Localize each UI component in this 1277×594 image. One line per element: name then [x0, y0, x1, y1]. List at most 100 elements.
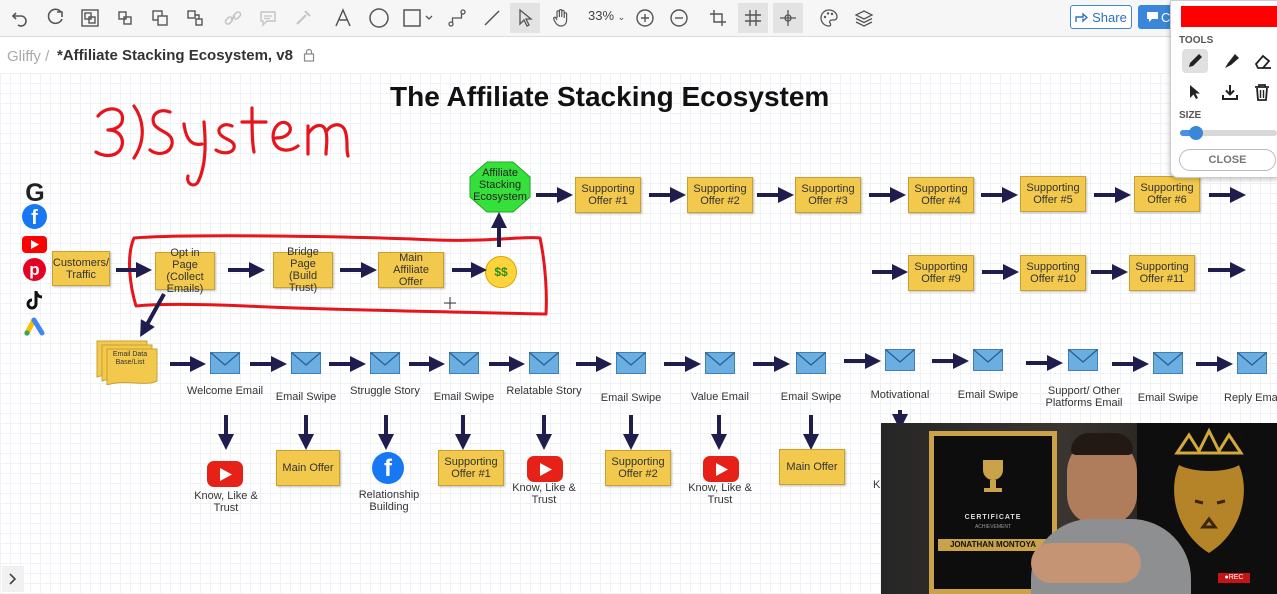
- tiktok-icon: [24, 289, 46, 311]
- ellipse-tool-icon[interactable]: [364, 3, 394, 33]
- select-tool-button[interactable]: [1184, 81, 1206, 103]
- expand-sidebar-button[interactable]: [2, 566, 24, 592]
- supporting-offer-box[interactable]: Supporting Offer #11: [1129, 255, 1195, 291]
- supporting-offer-box[interactable]: Supporting Offer #2: [605, 450, 671, 486]
- supporting-offer-box[interactable]: Supporting Offer #6: [1134, 176, 1200, 212]
- color-swatch[interactable]: [1181, 6, 1277, 27]
- theme-palette-icon[interactable]: [814, 3, 844, 33]
- highlighter-tool-button[interactable]: [1218, 49, 1244, 73]
- zoom-level-dropdown[interactable]: 33% ⌄: [588, 8, 626, 23]
- undo-icon[interactable]: [5, 3, 35, 33]
- rectangle-tool-icon[interactable]: [400, 3, 436, 33]
- webcam-overlay: CERTIFICATE ACHIEVEMENT JONATHAN MONTOYA…: [881, 423, 1277, 594]
- email-step-label: Email Swipe: [1137, 392, 1199, 404]
- youtube-icon: [527, 456, 563, 482]
- email-step-label: Reply Ema: [1224, 392, 1277, 404]
- email-step-label: Relatable Story: [506, 385, 582, 397]
- supporting-offer-box[interactable]: Supporting Offer #10: [1020, 255, 1086, 291]
- outcome-label: Relationship Building: [358, 489, 420, 513]
- zoom-out-icon[interactable]: [664, 3, 694, 33]
- pinterest-icon: p: [23, 258, 46, 281]
- supporting-offer-box[interactable]: Supporting Offer #9: [908, 255, 974, 291]
- download-button[interactable]: [1219, 81, 1241, 103]
- marker-icon: [1225, 54, 1239, 68]
- layers-icon[interactable]: [849, 3, 879, 33]
- share-button[interactable]: Share: [1070, 5, 1132, 29]
- arrow-to-database: [140, 293, 166, 337]
- hand-tool-icon[interactable]: [546, 3, 576, 33]
- supporting-offer-box[interactable]: Supporting Offer #4: [908, 177, 974, 213]
- opt-in-page-box[interactable]: Opt in Page (Collect Emails): [155, 247, 215, 295]
- text-tool-icon[interactable]: [328, 3, 358, 33]
- ungroup-icon[interactable]: [110, 3, 140, 33]
- document-title[interactable]: *Affiliate Stacking Ecosystem, v8: [57, 47, 293, 64]
- money-face-icon: $$: [485, 256, 517, 288]
- red-highlight-loop: [128, 234, 548, 316]
- format-painter-icon[interactable]: [288, 3, 318, 33]
- bring-front-icon[interactable]: [145, 3, 175, 33]
- envelope-icon: [1153, 352, 1183, 374]
- lock-icon[interactable]: [303, 48, 315, 67]
- email-database-label[interactable]: Email Data Base/List: [112, 351, 148, 366]
- redo-icon[interactable]: [40, 3, 70, 33]
- crop-icon[interactable]: [703, 3, 733, 33]
- supporting-offer-box[interactable]: Supporting Offer #1: [575, 177, 641, 213]
- email-step-label: Email Swipe: [275, 391, 337, 403]
- supporting-offer-box[interactable]: Supporting Offer #1: [438, 450, 504, 486]
- outcome-label: Know, Like & Trust: [194, 490, 258, 514]
- supporting-offer-box[interactable]: Supporting Offer #3: [795, 177, 861, 213]
- pencil-icon: [1189, 54, 1202, 67]
- youtube-icon: [207, 461, 243, 487]
- size-slider[interactable]: [1180, 126, 1277, 140]
- cursor-icon: [1190, 85, 1200, 99]
- diagram-title[interactable]: The Affiliate Stacking Ecosystem: [390, 81, 830, 112]
- size-section-label: SIZE: [1179, 110, 1202, 121]
- outcome-label: Know, Like & Trust: [688, 482, 752, 506]
- snap-icon[interactable]: [773, 3, 803, 33]
- main-affiliate-offer-box[interactable]: Main Affiliate Offer: [378, 252, 444, 288]
- chat-icon: [1147, 12, 1158, 22]
- email-step-label: Struggle Story: [350, 385, 420, 397]
- youtube-icon: [703, 456, 739, 482]
- eraser-tool-button[interactable]: [1249, 49, 1277, 73]
- envelope-icon: [796, 352, 826, 374]
- customers-traffic-box[interactable]: Customers/ Traffic: [52, 251, 110, 286]
- eraser-icon: [1254, 54, 1271, 69]
- ecosystem-label[interactable]: Affiliate Stacking Ecosystem: [473, 167, 527, 203]
- certificate-name: JONATHAN MONTOYA: [938, 539, 1048, 551]
- presenter-hair: [1071, 433, 1133, 455]
- envelope-icon: [449, 352, 479, 374]
- document-titlebar: [0, 37, 1277, 73]
- google-ads-icon: [23, 316, 47, 336]
- connector-tool-icon[interactable]: [442, 3, 472, 33]
- certificate-subtitle: ACHIEVEMENT: [974, 524, 1012, 530]
- email-database-shape: [96, 340, 158, 385]
- envelope-icon: [529, 352, 559, 374]
- email-step-label: Email Swipe: [600, 392, 662, 404]
- share-icon: [1075, 12, 1089, 23]
- size-slider-handle[interactable]: [1188, 126, 1203, 140]
- main-offer-box[interactable]: Main Offer: [276, 450, 340, 486]
- group-icon[interactable]: [75, 3, 105, 33]
- outcome-label: Know, Like & Trust: [512, 482, 576, 506]
- line-tool-icon[interactable]: [477, 3, 507, 33]
- zoom-in-icon[interactable]: [630, 3, 660, 33]
- comment-icon[interactable]: [253, 3, 283, 33]
- main-offer-box[interactable]: Main Offer: [779, 449, 845, 485]
- link-icon[interactable]: [218, 3, 248, 33]
- pointer-tool-icon[interactable]: [510, 3, 540, 33]
- trash-icon: [1255, 84, 1269, 101]
- grid-icon[interactable]: [738, 3, 768, 33]
- supporting-offer-box[interactable]: Supporting Offer #5: [1020, 176, 1086, 212]
- delete-button[interactable]: [1251, 81, 1273, 103]
- send-back-icon[interactable]: [180, 3, 210, 33]
- close-panel-button[interactable]: CLOSE: [1179, 149, 1276, 171]
- presenter-hand: [1031, 543, 1141, 583]
- breadcrumb[interactable]: Gliffy /: [7, 48, 50, 65]
- supporting-offer-box[interactable]: Supporting Offer #2: [687, 177, 753, 213]
- pencil-tool-button[interactable]: [1182, 49, 1208, 73]
- certificate-title: CERTIFICATE: [964, 514, 1022, 521]
- envelope-icon: [616, 352, 646, 374]
- chevron-right-icon: [9, 573, 17, 585]
